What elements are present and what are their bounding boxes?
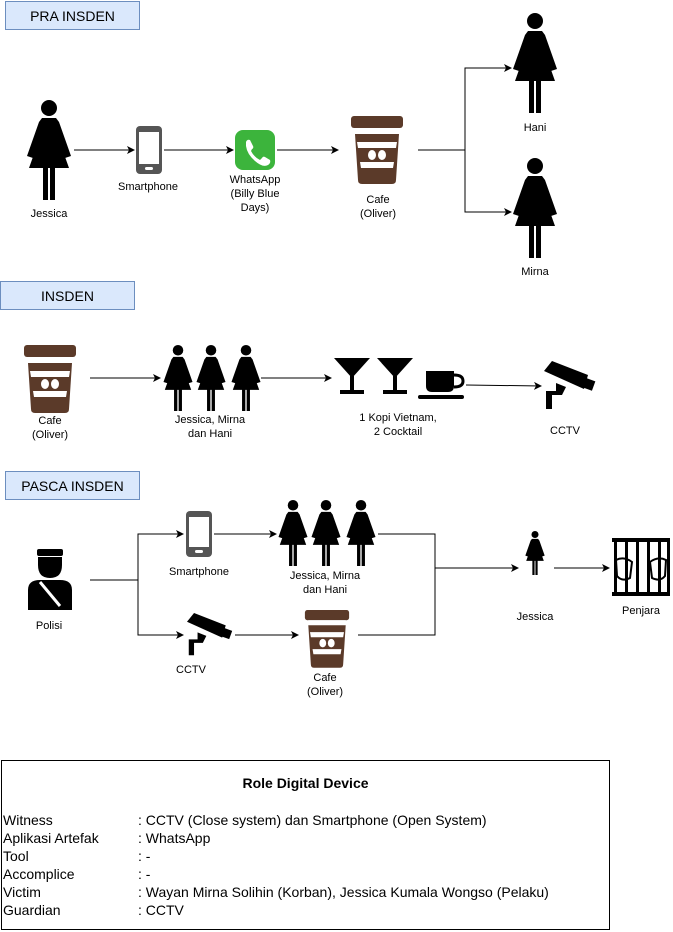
role-value: : WhatsApp (138, 830, 211, 846)
label-pasca-cctv: CCTV (176, 664, 206, 676)
pra-connectors (74, 64, 512, 216)
role-row-guardian: Guardian : CCTV (3, 901, 184, 919)
pasca-cafe-icon (304, 610, 350, 668)
section-pra-insden: PRA INSDEN (5, 1, 140, 30)
pasca-smartphone-icon (186, 511, 212, 557)
role-value: : CCTV (138, 902, 184, 918)
role-value: : CCTV (Close system) dan Smartphone (Op… (138, 812, 487, 828)
role-value: : - (138, 848, 151, 864)
pasca-cctv-icon (187, 613, 233, 656)
role-key: Accomplice (3, 866, 75, 882)
role-key: Tool (3, 848, 29, 864)
pasca-group-figures (278, 500, 376, 566)
insden-cafe-icon (24, 345, 76, 413)
label-insden-group: Jessica, Mirna dan Hani (174, 414, 246, 440)
label-pasca-smartphone: Smartphone (169, 566, 229, 578)
police-officer-icon (28, 549, 72, 610)
label-pasca-polisi: Polisi (35, 620, 63, 632)
label-pra-smartphone: Smartphone (118, 181, 178, 193)
role-value: : - (138, 866, 151, 882)
section-pasca-insden: PASCA INSDEN (5, 471, 140, 500)
pra-jessica-figure (27, 100, 71, 200)
pasca-jessica-figure (525, 531, 545, 575)
label-pasca-jessica: Jessica (516, 611, 554, 623)
cocktail-glass-icon (334, 358, 370, 394)
role-row-accomplice: Accomplice : - (3, 865, 150, 883)
label-pasca-cafe: Cafe (Oliver) (306, 672, 344, 698)
pasca-connectors (90, 530, 610, 639)
label-pasca-penjara: Penjara (622, 605, 660, 617)
role-row-aplikasi-artefak: Aplikasi Artefak : WhatsApp (3, 829, 210, 847)
label-pra-jessica: Jessica (30, 208, 68, 220)
prison-bars-icon (612, 538, 670, 596)
label-insden-cafe: Cafe (Oliver) (31, 415, 69, 441)
label-pra-whatsapp: WhatsApp (Billy Blue Days) (229, 174, 281, 214)
role-value: : Wayan Mirna Solihin (Korban), Jessica … (138, 884, 549, 900)
role-row-tool: Tool : - (3, 847, 150, 865)
role-row-witness: Witness : CCTV (Close system) dan Smartph… (3, 811, 487, 829)
role-key: Witness (3, 812, 53, 828)
role-key: Victim (3, 884, 41, 900)
label-pasca-group: Jessica, Mirna dan Hani (289, 570, 361, 596)
coffee-cup-icon (351, 116, 403, 184)
role-key: Guardian (3, 902, 61, 918)
smartphone-icon (136, 126, 162, 174)
label-pra-cafe: Cafe (Oliver) (359, 194, 397, 220)
label-pra-hani: Hani (523, 122, 547, 134)
diagram-canvas (24, 13, 670, 668)
role-key: Aplikasi Artefak (3, 830, 99, 846)
cocktail-glass-icon (377, 358, 413, 394)
pra-hani-figure (513, 13, 557, 113)
woman-icon (27, 100, 71, 200)
label-pra-mirna: Mirna (521, 266, 549, 278)
role-digital-device-box: Role Digital Device Witness : CCTV (Close… (1, 760, 610, 930)
section-insden: INSDEN (0, 281, 135, 310)
insden-connectors (90, 374, 542, 390)
coffee-mug-icon (418, 371, 465, 399)
insden-cctv-icon (544, 361, 596, 409)
label-insden-drinks: 1 Kopi Vietnam, 2 Cocktail (359, 412, 437, 438)
insden-group-figures (163, 345, 261, 411)
pra-mirna-figure (513, 158, 557, 258)
role-title: Role Digital Device (242, 775, 369, 791)
whatsapp-icon (235, 130, 275, 170)
label-insden-cctv: CCTV (550, 425, 580, 437)
role-row-victim: Victim : Wayan Mirna Solihin (Korban), Je… (3, 883, 549, 901)
